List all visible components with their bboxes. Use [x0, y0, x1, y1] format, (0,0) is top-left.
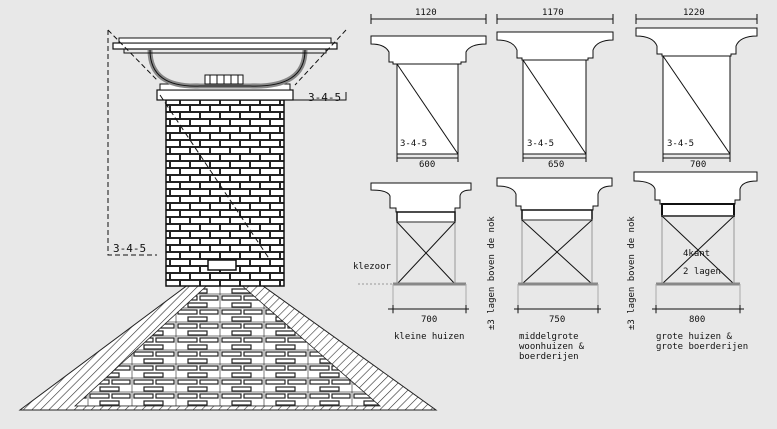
- bottom-3-inner-line1: 4kant: [683, 249, 711, 259]
- bottom-2-caption-line3: boerderijen: [519, 352, 579, 362]
- top-1-width: 1120: [415, 8, 437, 18]
- top-3-width: 1220: [683, 8, 705, 18]
- top-3-base: 700: [690, 160, 707, 170]
- bottom-2-base: 750: [549, 315, 566, 325]
- bottom-3-vertical-label: ±3 lagen boven de nok: [627, 216, 637, 330]
- bottom-3-caption-line1: grote huizen &: [656, 332, 732, 342]
- bottom-1-base: 700: [421, 315, 438, 325]
- bottom-2-caption-line2: woonhuizen &: [519, 342, 585, 352]
- bottom-row-sections: [358, 171, 758, 314]
- top-row-profiles: [370, 14, 758, 162]
- bottom-3-caption-line2: grote boerderijen: [656, 342, 749, 352]
- left-ratio-bottom: 3-4-5: [113, 242, 147, 255]
- bottom-3-base: 800: [689, 315, 706, 325]
- top-2-width: 1170: [542, 8, 564, 18]
- top-3-ratio: 3-4-5: [667, 139, 695, 149]
- top-2-base: 650: [548, 160, 565, 170]
- bottom-1-side-label: klezoor: [353, 262, 391, 272]
- top-1-base: 600: [419, 160, 436, 170]
- top-2-ratio: 3-4-5: [527, 139, 555, 149]
- left-chimney-elevation: [18, 29, 438, 411]
- left-ratio-top: 3-4-5: [308, 91, 342, 104]
- top-1-ratio: 3-4-5: [400, 139, 428, 149]
- bottom-2-vertical-label: ±3 lagen boven de nok: [487, 216, 497, 330]
- bottom-1-caption: kleine huizen: [394, 332, 465, 342]
- bottom-3-inner-line2: 2 lagen: [683, 267, 721, 277]
- bottom-2-caption-line1: middelgrote: [519, 332, 579, 342]
